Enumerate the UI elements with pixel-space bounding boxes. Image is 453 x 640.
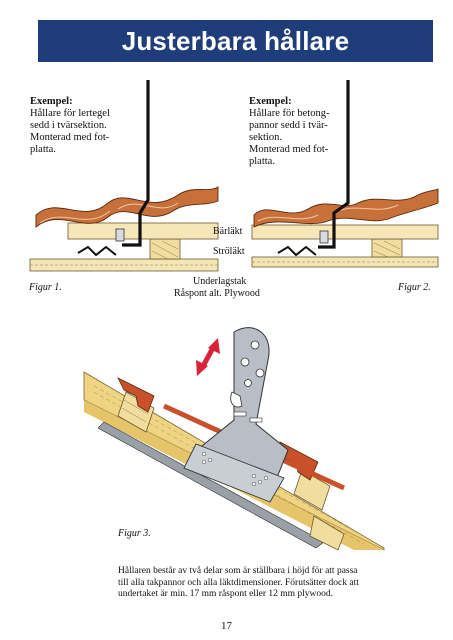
holder-foot-plate [77, 245, 117, 257]
figure-2-label: Figur 2. [398, 282, 431, 293]
example-left-line: platta. [30, 144, 56, 155]
label-underlagstak: Underlagstak [193, 276, 247, 287]
batten [67, 222, 219, 240]
counter-batten [149, 238, 181, 260]
label-barlakt: Bärläkt [213, 226, 243, 237]
holder-bracket [122, 80, 150, 247]
example-right-line: pannor sedd i tvär- [249, 120, 328, 131]
example-left-text: Exempel: Hållare för lertegel sedd i tvä… [30, 96, 110, 156]
adjust-arrow-icon [196, 338, 220, 376]
example-left-line: sedd i tvärsektion. [30, 120, 107, 131]
caption-text: Hållaren består av två delar som är stäl… [118, 566, 359, 599]
label-raspont: Råspont alt. Plywood [174, 288, 260, 299]
example-right-line: Monterad med fot- [249, 144, 329, 155]
example-right-line: sektion. [249, 132, 282, 143]
figure-2-illustration [251, 80, 439, 268]
bracket-hole [244, 379, 252, 387]
bracket-slot [233, 411, 247, 417]
tile-highlight [257, 204, 399, 222]
batten-grain [121, 399, 149, 423]
batten [251, 224, 439, 240]
example-left-line: Monterad med fot- [30, 132, 110, 143]
batten-block [293, 469, 331, 511]
figure-3-illustration [83, 327, 385, 551]
example-left-line: Hållare för lertegel [30, 108, 110, 119]
figure-1-illustration [29, 80, 219, 272]
example-right-line: platta. [249, 156, 275, 167]
roof-tile [253, 188, 439, 228]
underlay-membrane [97, 421, 325, 549]
counter-batten-grain [151, 240, 179, 260]
figure-3-label: Figur 3. [118, 528, 151, 539]
bracket-hole [240, 357, 250, 367]
bracket-slot [249, 417, 263, 423]
underlay-board [29, 258, 219, 272]
example-right-line: Hållare för betong- [249, 108, 330, 119]
batten-block [309, 515, 345, 551]
example-right-text: Exempel: Hållare för betong- pannor sedd… [249, 96, 329, 168]
bracket-hole [250, 340, 260, 350]
holder-foot-plate [277, 245, 317, 257]
title-banner: Justerbara hållare [38, 20, 433, 62]
page-title: Justerbara hållare [121, 25, 350, 56]
roof-tile [35, 186, 219, 228]
bracket-hole [255, 368, 265, 378]
foot-plate-holes [201, 451, 269, 487]
holder-bracket [318, 80, 350, 249]
label-strolakt: Ströläkt [213, 246, 245, 257]
example-right-heading: Exempel: [249, 96, 292, 107]
bracket-slot [230, 391, 243, 408]
tile-highlight [39, 202, 179, 224]
figure-1-label: Figur 1. [29, 282, 62, 293]
page-number: 17 [221, 620, 232, 632]
holder-bolt [115, 228, 125, 242]
counter-batten-grain [373, 240, 401, 258]
example-left-heading: Exempel: [30, 96, 73, 107]
holder-bolt [319, 230, 329, 244]
tile-clip [117, 377, 155, 413]
